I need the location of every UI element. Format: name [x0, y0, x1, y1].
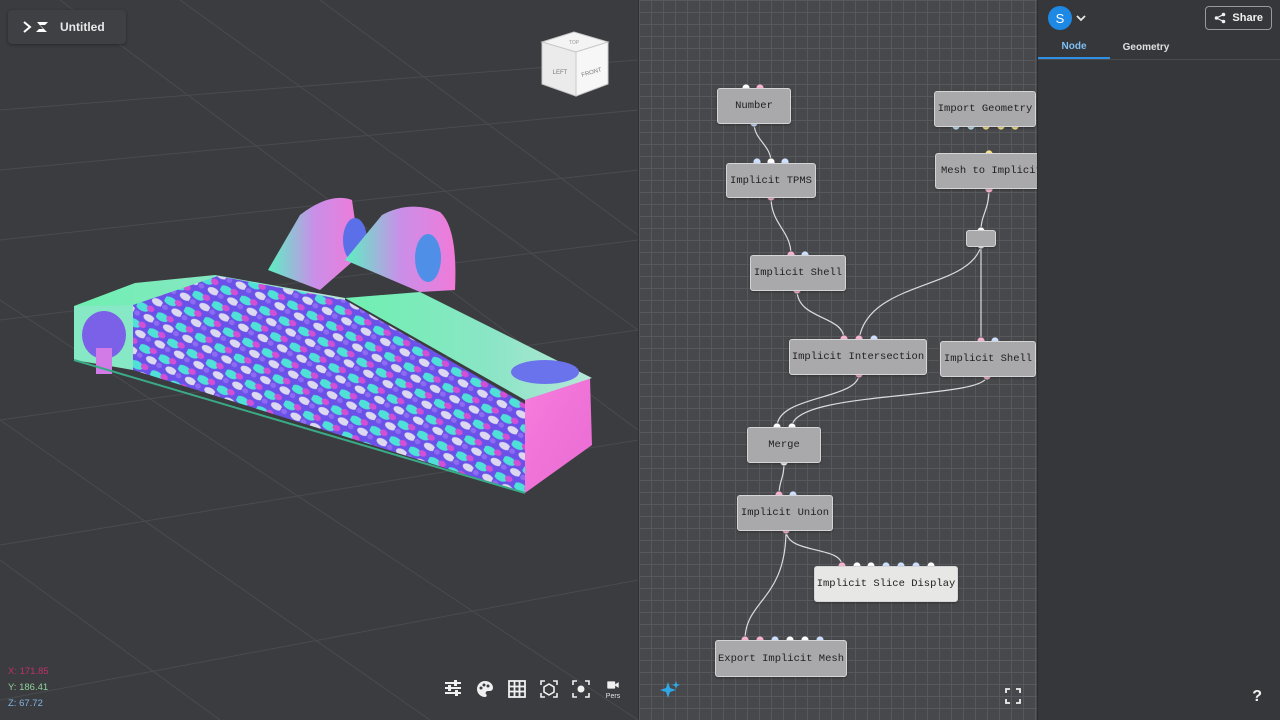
- cursor-coordinates: X: 171.85 Y: 186.41 Z: 67.72: [8, 664, 49, 712]
- fullscreen-icon: [1005, 688, 1021, 704]
- properties-panel: S Share Node Geometry ?: [1037, 0, 1280, 720]
- node-number[interactable]: Number: [717, 88, 791, 124]
- panel-tabs: Node Geometry: [1038, 36, 1280, 60]
- share-button[interactable]: Share: [1205, 6, 1272, 30]
- viewport-toolbar: Pers: [444, 680, 622, 700]
- frame-object-icon: [540, 680, 558, 698]
- frame-all-button[interactable]: [540, 680, 558, 700]
- focus-selection-button[interactable]: [572, 680, 590, 700]
- grid-toggle-button[interactable]: [508, 680, 526, 700]
- coord-z: Z: 67.72: [8, 698, 43, 709]
- palette-icon: [477, 681, 493, 697]
- coord-y: Y: 186.41: [8, 682, 49, 693]
- share-icon: [1215, 12, 1226, 24]
- node-graph-editor[interactable]: Number Import Geometry Implicit TPMS Mes…: [638, 0, 1037, 720]
- sliders-icon: [445, 680, 461, 696]
- ai-assistant-button[interactable]: [659, 680, 681, 702]
- viewcube-left-label[interactable]: LEFT: [553, 70, 568, 76]
- grid-icon: [508, 680, 526, 698]
- material-button[interactable]: [476, 680, 494, 700]
- panel-header: S Share: [1038, 0, 1280, 36]
- view-cube[interactable]: TOP LEFT FRONT: [540, 30, 612, 102]
- viewcube-top-label[interactable]: TOP: [569, 40, 580, 46]
- avatar[interactable]: S: [1048, 6, 1072, 30]
- lattice-part: [73, 197, 592, 494]
- camera-mode-button[interactable]: Pers: [604, 680, 622, 700]
- 3d-viewport[interactable]: Untitled TOP LEFT FRONT X: 171.85 Y: 186…: [0, 0, 638, 720]
- help-button[interactable]: ?: [1252, 688, 1262, 705]
- display-settings-button[interactable]: [444, 680, 462, 700]
- scene-canvas[interactable]: [0, 0, 638, 720]
- wire-group: [744, 122, 990, 641]
- chevron-down-icon[interactable]: [1076, 14, 1086, 22]
- project-title[interactable]: Untitled: [60, 20, 105, 34]
- coord-x: X: 171.85: [8, 666, 49, 677]
- project-title-chip[interactable]: Untitled: [8, 10, 126, 44]
- account-menu[interactable]: S: [1048, 6, 1086, 30]
- node-implicit-union[interactable]: Implicit Union: [737, 495, 833, 531]
- camera-mode-label: Pers: [605, 693, 621, 700]
- focus-icon: [572, 680, 590, 698]
- chevron-right-icon: [23, 21, 32, 33]
- node-implicit-tpms[interactable]: Implicit TPMS: [726, 163, 816, 198]
- node-implicit-slice-display[interactable]: Implicit Slice Display: [814, 566, 958, 602]
- node-merge[interactable]: Merge: [747, 427, 821, 463]
- node-reroute[interactable]: [966, 230, 996, 247]
- share-label: Share: [1232, 12, 1263, 24]
- node-implicit-intersection[interactable]: Implicit Intersection: [789, 339, 927, 375]
- node-export-implicit-mesh[interactable]: Export Implicit Mesh: [715, 640, 847, 677]
- viewcube-front-label[interactable]: FRONT: [581, 67, 603, 79]
- node-implicit-shell-1[interactable]: Implicit Shell: [750, 255, 846, 291]
- tab-node[interactable]: Node: [1038, 36, 1110, 59]
- node-implicit-shell-2[interactable]: Implicit Shell: [940, 341, 1036, 377]
- fullscreen-button[interactable]: [1005, 688, 1021, 704]
- camera-icon: [607, 681, 619, 689]
- node-mesh-to-implicit[interactable]: Mesh to Implicit: [935, 153, 1037, 189]
- app-logo[interactable]: [22, 20, 50, 34]
- logo-icon: [36, 22, 48, 32]
- tab-geometry[interactable]: Geometry: [1122, 42, 1170, 53]
- node-import-geometry[interactable]: Import Geometry: [934, 91, 1036, 127]
- sparkle-icon: [660, 682, 676, 698]
